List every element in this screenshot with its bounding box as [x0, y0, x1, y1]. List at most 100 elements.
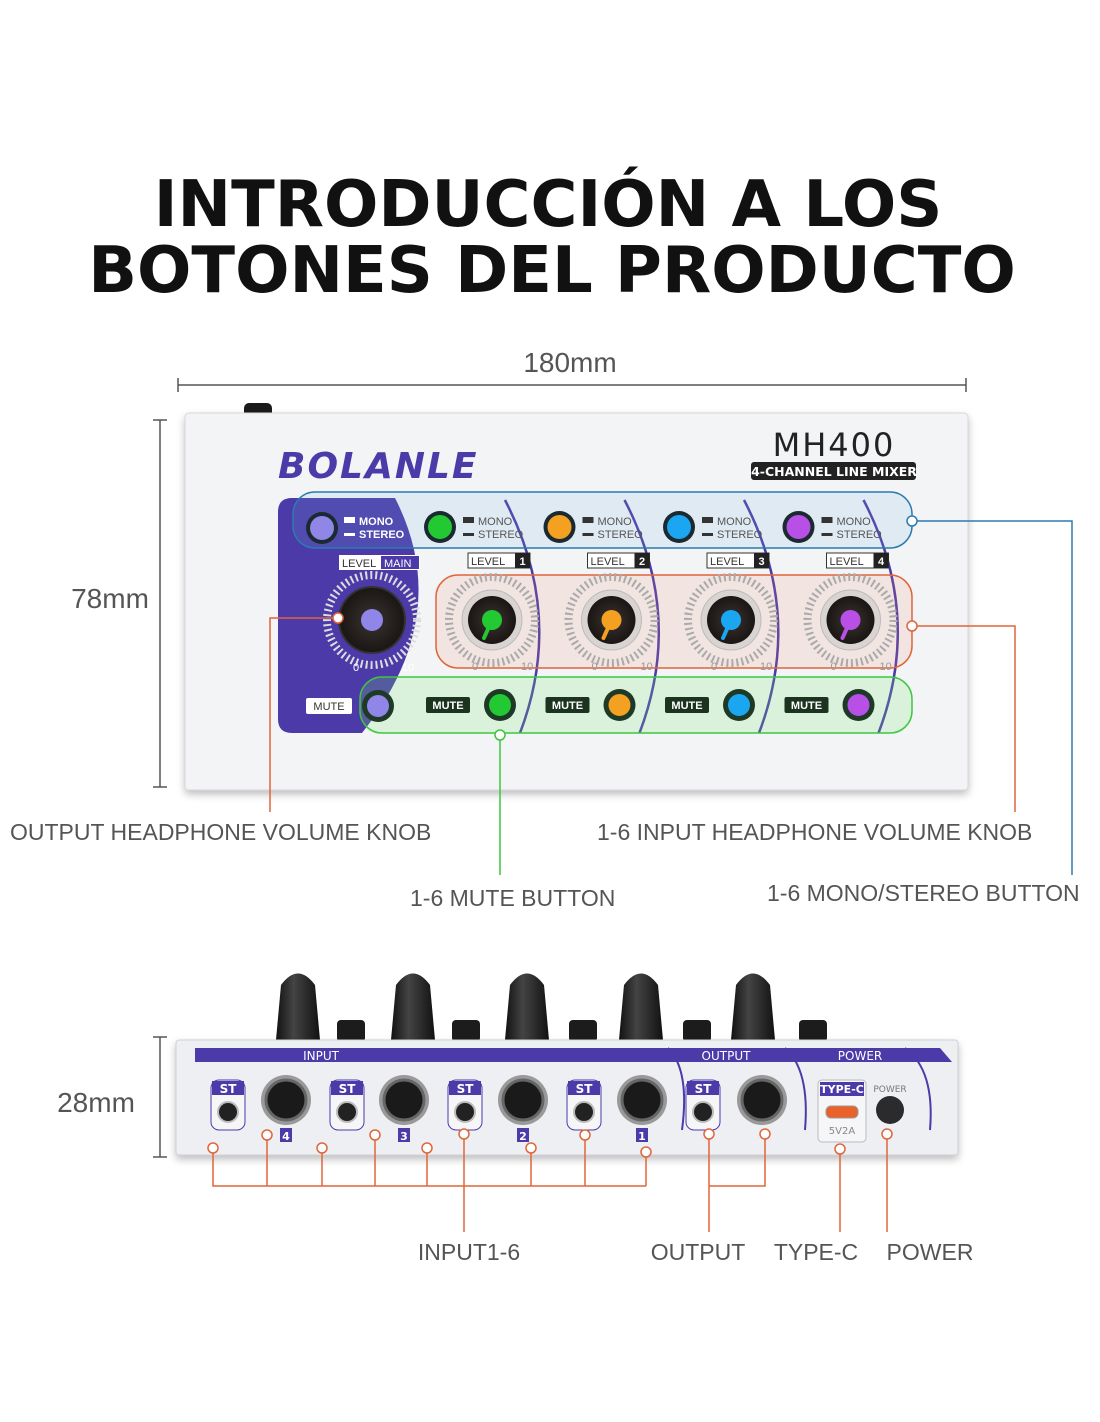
stereo-mini-jack[interactable]	[217, 1101, 239, 1123]
power-rating: 5V2A	[829, 1126, 856, 1137]
callout-dot	[458, 1128, 470, 1140]
input-number: 1	[638, 1130, 646, 1143]
st-label: ST	[695, 1082, 713, 1096]
main-mute-button[interactable]	[367, 695, 389, 717]
front-height-dimension-line	[153, 419, 167, 788]
quarter-inch-jack[interactable]	[264, 1078, 308, 1122]
scale-min: 0	[831, 661, 837, 673]
mono-label: MONO	[837, 516, 872, 528]
back-callout-lines	[212, 1135, 888, 1232]
st-label: ST	[457, 1082, 475, 1096]
input-number: 2	[519, 1130, 527, 1143]
input-section-label: INPUT	[303, 1049, 340, 1063]
scale-max: 10	[521, 661, 533, 673]
st-label: ST	[576, 1082, 594, 1096]
type-c-port[interactable]	[825, 1105, 859, 1119]
callout-dot	[525, 1142, 537, 1154]
callout-dot	[759, 1128, 771, 1140]
mono-label: MONO	[717, 516, 752, 528]
callout-output: OUTPUT	[651, 1239, 746, 1265]
stereo-label: STEREO	[717, 529, 763, 541]
stereo-mini-jack[interactable]	[454, 1101, 476, 1123]
scale-min: 0	[592, 661, 598, 673]
rear-knob[interactable]	[731, 973, 775, 1041]
mute-button[interactable]	[489, 694, 511, 716]
quarter-inch-jack[interactable]	[620, 1078, 664, 1122]
callout-type-c: TYPE-C	[774, 1239, 858, 1265]
power-section-label: POWER	[838, 1049, 882, 1063]
scale-max: 10	[760, 661, 772, 673]
rear-knob[interactable]	[619, 973, 663, 1041]
channel-number: 3	[758, 556, 764, 568]
mono-stereo-button[interactable]	[547, 515, 572, 539]
output-section-label: OUTPUT	[702, 1049, 752, 1063]
mute-label: MUTE	[432, 700, 463, 712]
mute-button[interactable]	[728, 694, 750, 716]
callout-dot	[316, 1142, 328, 1154]
mono-stereo-button[interactable]	[667, 515, 691, 539]
back-panel: INPUT OUTPUT POWER ST ST ST ST ST 4 3 2 1 TYPE-C…	[175, 973, 959, 1156]
scale-min: 0	[472, 661, 478, 673]
stereo-label: STEREO	[837, 529, 883, 541]
main-level-label: LEVEL	[342, 558, 376, 570]
callout-dot	[207, 1142, 219, 1154]
rear-knob-cap	[337, 1020, 365, 1042]
back-height-label: 28mm	[57, 1087, 135, 1118]
channel-number: 4	[878, 556, 885, 568]
back-height-dimension-line	[153, 1036, 167, 1158]
input-number: 3	[400, 1130, 408, 1143]
quarter-inch-jack[interactable]	[501, 1078, 545, 1122]
stereo-label: STEREO	[478, 529, 524, 541]
callout-input: INPUT1-6	[418, 1239, 520, 1265]
mute-label: MUTE	[791, 700, 822, 712]
mono-stereo-button[interactable]	[428, 515, 452, 539]
callout-dot	[369, 1129, 381, 1141]
main-scale-max: 10	[402, 662, 414, 674]
stereo-mini-jack[interactable]	[692, 1101, 714, 1123]
input-number: 4	[282, 1130, 290, 1143]
st-label: ST	[220, 1082, 238, 1096]
model-subtitle: 4-CHANNEL LINE MIXER	[751, 464, 917, 479]
callout-input-knob: 1-6 INPUT HEADPHONE VOLUME KNOB	[597, 819, 1032, 845]
main-level-main-label: MAIN	[384, 558, 412, 570]
mute-label: MUTE	[552, 700, 583, 712]
mute-label: MUTE	[671, 700, 702, 712]
power-button[interactable]	[876, 1096, 904, 1124]
callout-mono-stereo: 1-6 MONO/STEREO BUTTON	[767, 880, 1080, 906]
rear-knob[interactable]	[276, 973, 320, 1041]
stereo-mini-jack[interactable]	[573, 1101, 595, 1123]
width-dimension-label: 180mm	[523, 347, 616, 378]
stereo-mini-jack[interactable]	[336, 1101, 358, 1123]
width-dimension-line	[177, 378, 967, 392]
callout-mute: 1-6 MUTE BUTTON	[410, 885, 615, 911]
callout-dot	[640, 1146, 652, 1158]
rear-knob[interactable]	[391, 973, 435, 1041]
callout-dot	[881, 1128, 893, 1140]
main-mono-label: MONO	[359, 516, 394, 528]
power-button-label: POWER	[873, 1085, 906, 1095]
front-panel: BOLANLE MH400 4-CHANNEL LINE MIXER MONO …	[184, 403, 969, 791]
level-label: LEVEL	[710, 556, 744, 568]
callout-dot	[703, 1128, 715, 1140]
callout-dot	[579, 1129, 591, 1141]
mute-button[interactable]	[608, 694, 631, 716]
callout-power: POWER	[887, 1239, 974, 1265]
level-label: LEVEL	[830, 556, 864, 568]
mute-button[interactable]	[847, 694, 870, 716]
main-mono-stereo-button[interactable]	[310, 516, 334, 540]
rear-knob-cap	[569, 1020, 597, 1042]
quarter-inch-jack[interactable]	[740, 1078, 784, 1122]
mono-stereo-button[interactable]	[786, 515, 811, 539]
front-height-label: 78mm	[71, 583, 149, 614]
st-label: ST	[339, 1082, 357, 1096]
quarter-inch-jack[interactable]	[382, 1078, 426, 1122]
type-c-label: TYPE-C	[820, 1083, 864, 1096]
channel-number: 1	[519, 556, 525, 568]
rear-knob[interactable]	[505, 973, 549, 1041]
main-mute-label: MUTE	[313, 701, 344, 713]
main-channel: MONO STEREO LEVEL MAIN 0 10 MUTE	[306, 512, 421, 722]
